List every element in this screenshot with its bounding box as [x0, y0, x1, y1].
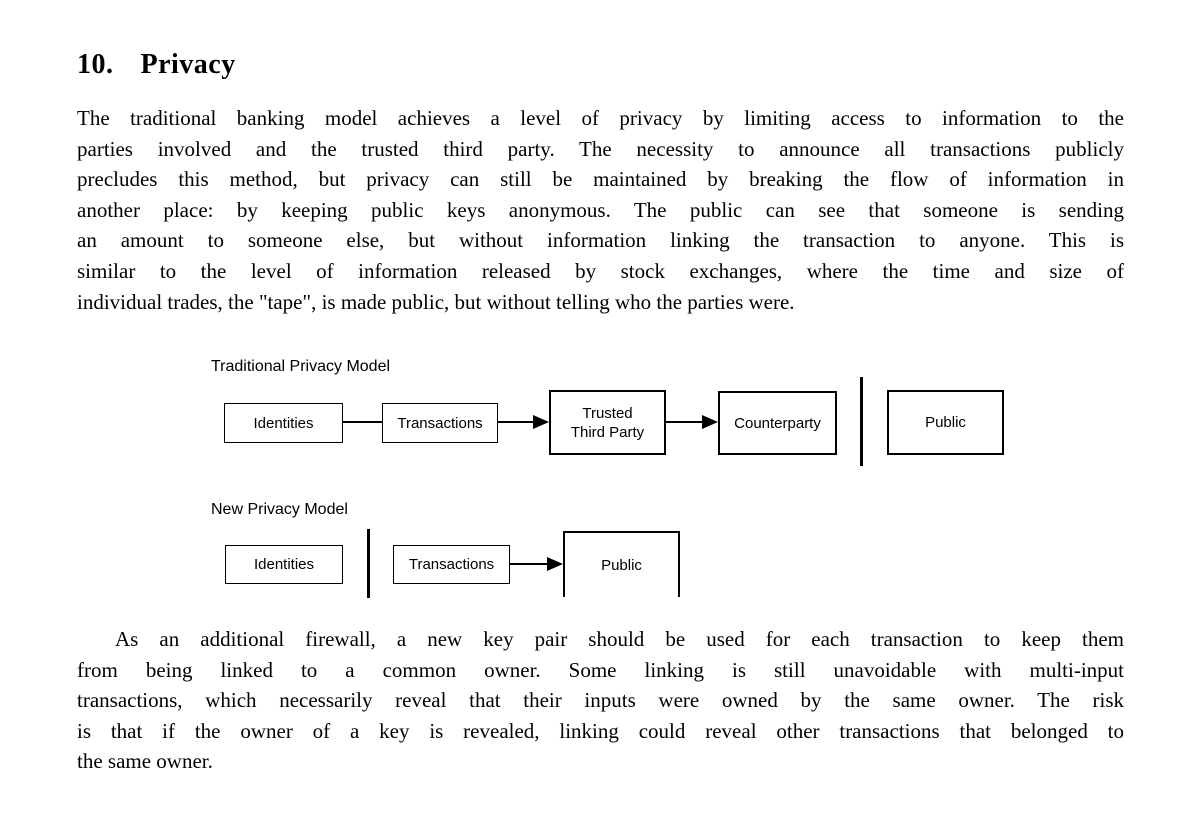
paragraph-1-line: precludes this method, but privacy can s… — [77, 167, 1124, 192]
traditional-transactions-box: Transactions — [382, 403, 498, 443]
traditional-public-box: Public — [887, 390, 1004, 455]
paragraph-2-line: As an additional firewall, a new key pai… — [115, 627, 1124, 651]
trusted-third-party-box: Trusted Third Party — [549, 390, 666, 455]
paragraph-2-line: transactions, which necessarily reveal t… — [77, 688, 1124, 713]
trusted-third-party-label-line2: Third Party — [570, 423, 645, 441]
new-public-box: Public — [563, 531, 680, 597]
section-heading: 10. Privacy — [77, 49, 236, 81]
paragraph-1-line: similar to the level of information rele… — [77, 258, 1124, 283]
traditional-public-label: Public — [925, 414, 966, 431]
arrow-transactions-public-head — [547, 556, 563, 571]
traditional-privacy-model-label: Traditional Privacy Model — [211, 358, 391, 375]
new-public-label: Public — [601, 556, 642, 574]
paragraph-1-line: individual trades, the "tape", is made p… — [77, 289, 795, 314]
section-title: Privacy — [140, 49, 236, 80]
new-transactions-label: Transactions — [408, 556, 495, 573]
paragraph-2: As an additional firewall, a new key pai… — [77, 624, 1124, 777]
paragraph-1-line: an amount to someone else, but without i… — [77, 228, 1124, 253]
trusted-third-party-label-line1: Trusted — [582, 404, 633, 422]
traditional-transactions-label: Transactions — [397, 414, 483, 432]
arrow-transactions-public-line — [510, 563, 548, 565]
new-identities-box: Identities — [225, 545, 343, 584]
paragraph-2-line: the same owner. — [77, 749, 213, 774]
new-privacy-model-label: New Privacy Model — [211, 501, 348, 518]
traditional-identities-box: Identities — [224, 403, 343, 443]
arrow-transactions-ttp-line — [498, 421, 534, 423]
traditional-divider-line — [860, 377, 863, 466]
paragraph-1: The traditional banking model achieves a… — [77, 103, 1124, 317]
new-identities-label: Identities — [253, 556, 315, 573]
paragraph-2-line: is that if the owner of a key is reveale… — [77, 718, 1124, 743]
new-model-divider-line — [367, 529, 370, 598]
section-number: 10. — [77, 49, 114, 80]
paragraph-1-line: The traditional banking model achieves a… — [77, 106, 1124, 130]
traditional-identities-label: Identities — [253, 414, 314, 432]
counterparty-box: Counterparty — [718, 391, 837, 455]
paragraph-1-line: parties involved and the trusted third p… — [77, 136, 1124, 161]
arrow-ttp-counterparty-head — [702, 414, 718, 429]
arrow-ttp-counterparty-line — [666, 421, 703, 423]
new-transactions-box: Transactions — [393, 545, 510, 584]
counterparty-label: Counterparty — [734, 414, 821, 432]
paragraph-1-line: another place: by keeping public keys an… — [77, 197, 1124, 222]
paragraph-2-line: from being linked to a common owner. Som… — [77, 657, 1124, 682]
arrow-transactions-ttp-head — [533, 414, 549, 429]
connector-identities-transactions — [343, 421, 382, 423]
